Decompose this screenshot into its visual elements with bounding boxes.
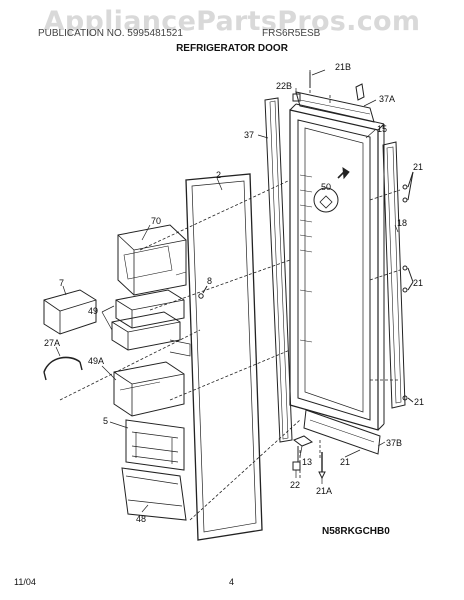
shelf-frame-5 [125,419,185,471]
gallon-bin-49A [113,361,185,417]
screw-8 [198,285,208,299]
model-header: FRS6R5ESB [262,28,321,39]
callout-70: 70 [151,216,161,226]
callout-48: 48 [136,514,146,524]
callout-18: 18 [397,218,407,228]
callout-5: 5 [103,416,108,426]
bottom-bin-48 [121,467,187,521]
publication-number: PUBLICATION NO. 5995481521 [38,28,183,39]
trim-strip-37 [264,97,293,443]
bushing-22 [292,461,301,471]
callout-8: 8 [207,276,212,286]
callout-37: 37 [244,130,254,140]
page-number: 4 [229,577,235,587]
screw-21A [318,452,326,480]
callout-21-lower: 21 [340,457,350,467]
detail-circle-50 [313,166,350,213]
callout-27A: 27A [44,338,60,348]
callout-49: 49 [88,306,98,316]
handle-27A [43,356,83,381]
callout-22: 22 [290,480,300,490]
door-gasket [185,173,263,541]
callout-15: 15 [377,124,387,134]
callout-21B: 21B [335,62,351,72]
callout-labels: 21B 22B 37A 37 15 21 2 50 70 18 8 7 21 4… [44,62,424,524]
callout-22B: 22B [276,81,292,91]
callout-leaders [55,69,399,513]
page-title: REFRIGERATOR DOOR [176,43,288,54]
watermark: AppliancePartsPros.com [43,6,421,37]
bottom-cap-37B [303,409,381,455]
handle-trim-18 [382,141,406,409]
callout-49A: 49A [88,356,104,366]
lower-hinge-13 [292,435,314,462]
door-outer-panel [289,103,385,431]
footer-date: 11/04 [14,577,36,587]
liner-ridges [299,174,313,343]
callout-13: 13 [302,457,312,467]
callout-2: 2 [216,170,221,180]
callout-21A: 21A [316,486,332,496]
bushing-22B [292,93,301,102]
screws-21 [402,171,414,403]
model-code: N58RKGCHB0 [322,526,390,537]
cover-7 [43,289,97,335]
callout-21-upper: 21 [413,162,423,172]
hinge-pin-21B [309,72,365,101]
dairy-bin-70 [117,224,187,296]
callout-21-right: 21 [414,397,424,407]
door-shelves-49 [111,289,191,357]
callout-21-middle: 21 [413,278,423,288]
leader-lines [59,70,401,521]
callout-7: 7 [59,278,64,288]
callout-37B: 37B [386,438,402,448]
callout-50: 50 [321,182,331,192]
callout-37A: 37A [379,94,395,104]
